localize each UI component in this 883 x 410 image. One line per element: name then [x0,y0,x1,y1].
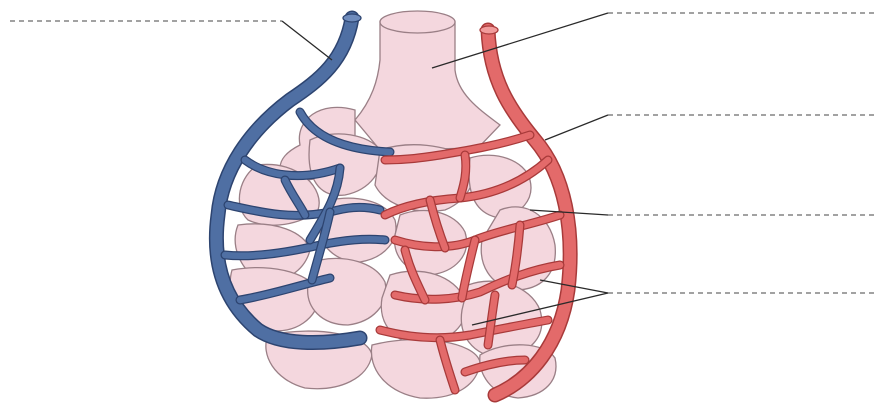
leader-line-2 [432,13,608,68]
venule-cut-end [480,26,498,34]
leader-line-3 [545,115,608,140]
leader-line-1 [282,21,332,60]
bronchiole-opening [380,11,455,33]
arteriole-cut-end [343,14,361,22]
bronchiole [355,13,500,150]
